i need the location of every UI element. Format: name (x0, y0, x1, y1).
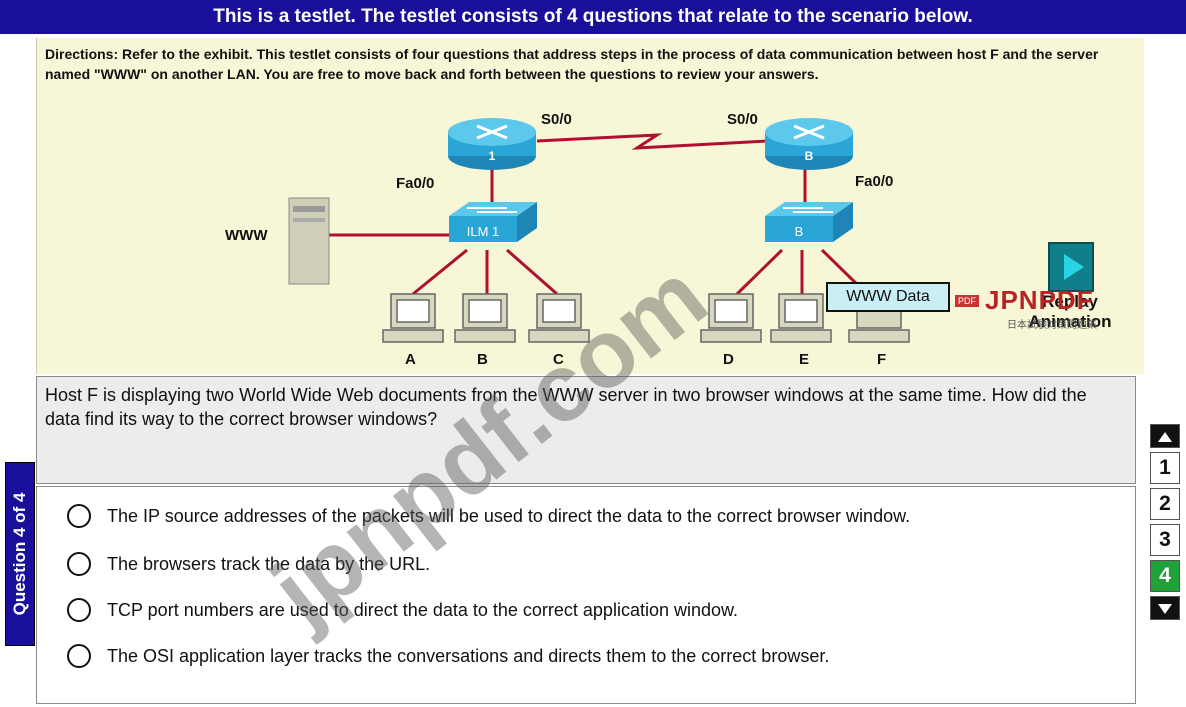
replay-animation-button[interactable]: Replay Animation (1010, 240, 1130, 340)
host-label-b: B (477, 351, 488, 368)
www-data-packet: WWW Data (826, 282, 950, 312)
arrow-down-icon (1158, 604, 1172, 614)
radio-button[interactable] (67, 598, 91, 622)
directions-text: Directions: Refer to the exhibit. This t… (45, 46, 1099, 82)
brand-watermark: PDF JPNPDF 日本試験対策問題集 (955, 285, 1170, 335)
radio-button[interactable] (67, 552, 91, 576)
host-a-icon (382, 293, 444, 343)
answer-option-1[interactable]: The IP source addresses of the packets w… (67, 501, 910, 531)
host-label-d: D (723, 351, 734, 368)
nav-down-button[interactable] (1150, 596, 1180, 620)
host-d-icon (700, 293, 762, 343)
host-e-icon (770, 293, 832, 343)
nav-question-1[interactable]: 1 (1150, 452, 1180, 484)
host-label-e: E (799, 351, 810, 368)
fa-left-label: Fa0/0 (396, 175, 435, 192)
exhibit-panel: Directions: Refer to the exhibit. This t… (36, 38, 1144, 374)
host-label-a: A (405, 351, 416, 368)
answers-panel: The IP source addresses of the packets w… (36, 486, 1136, 704)
link-switch1-hostC (506, 248, 558, 296)
s0-left-label: S0/0 (541, 111, 572, 128)
question-counter-tab: Question 4 of 4 (5, 462, 35, 646)
nav-question-3[interactable]: 3 (1150, 524, 1180, 556)
link-switch1-hostA (412, 248, 468, 296)
switch-b-icon (765, 202, 853, 242)
server-label: WWW (225, 227, 268, 244)
banner-title: This is a testlet. The testlet consists … (213, 6, 973, 27)
link-switchB-hostD (735, 248, 784, 296)
answer-label[interactable]: The OSI application layer tracks the con… (107, 645, 830, 666)
network-diagram: 1 B ILM 1 B (288, 118, 910, 343)
radio-button[interactable] (67, 644, 91, 668)
s0-right-label: S0/0 (727, 111, 758, 128)
testlet-banner: This is a testlet. The testlet consists … (0, 0, 1186, 34)
question-panel: Host F is displaying two World Wide Web … (36, 376, 1136, 484)
question-counter: Question 4 of 4 (10, 492, 29, 616)
router-b-icon (765, 118, 853, 170)
answer-label[interactable]: The browsers track the data by the URL. (107, 553, 431, 574)
arrow-up-icon (1158, 432, 1172, 442)
brand-sub: 日本試験対策問題集 (1007, 320, 1097, 331)
brand-logo: JPNPDF (985, 285, 1094, 315)
switch-right-label: B (795, 224, 804, 239)
host-label-f: F (877, 351, 887, 368)
pdf-badge: PDF (955, 294, 979, 307)
play-icon[interactable] (1048, 242, 1094, 292)
answer-label[interactable]: TCP port numbers are used to direct the … (107, 599, 739, 620)
answer-label[interactable]: The IP source addresses of the packets w… (107, 505, 911, 526)
host-label-c: C (553, 351, 564, 368)
router-1-icon (448, 118, 536, 170)
answer-option-3[interactable]: TCP port numbers are used to direct the … (67, 595, 738, 625)
answer-option-4[interactable]: The OSI application layer tracks the con… (67, 641, 829, 671)
question-navigator: 1 2 3 4 (1150, 424, 1182, 624)
switch-left-label: ILM 1 (467, 224, 500, 239)
radio-button[interactable] (67, 504, 91, 528)
answer-option-2[interactable]: The browsers track the data by the URL. (67, 549, 430, 579)
replay-label: Replay Animation (1028, 292, 1112, 331)
server-icon (288, 197, 330, 285)
fa-right-label: Fa0/0 (855, 173, 894, 190)
question-text: Host F is displaying two World Wide Web … (45, 385, 1087, 429)
nav-up-button[interactable] (1150, 424, 1180, 448)
host-c-icon (528, 293, 590, 343)
nav-question-2[interactable]: 2 (1150, 488, 1180, 520)
nav-question-4[interactable]: 4 (1150, 560, 1180, 592)
host-b-icon (454, 293, 516, 343)
router-right-label: B (805, 149, 814, 163)
router-left-label: 1 (489, 149, 496, 163)
serial-link (536, 133, 768, 150)
switch-1-icon (449, 202, 537, 242)
